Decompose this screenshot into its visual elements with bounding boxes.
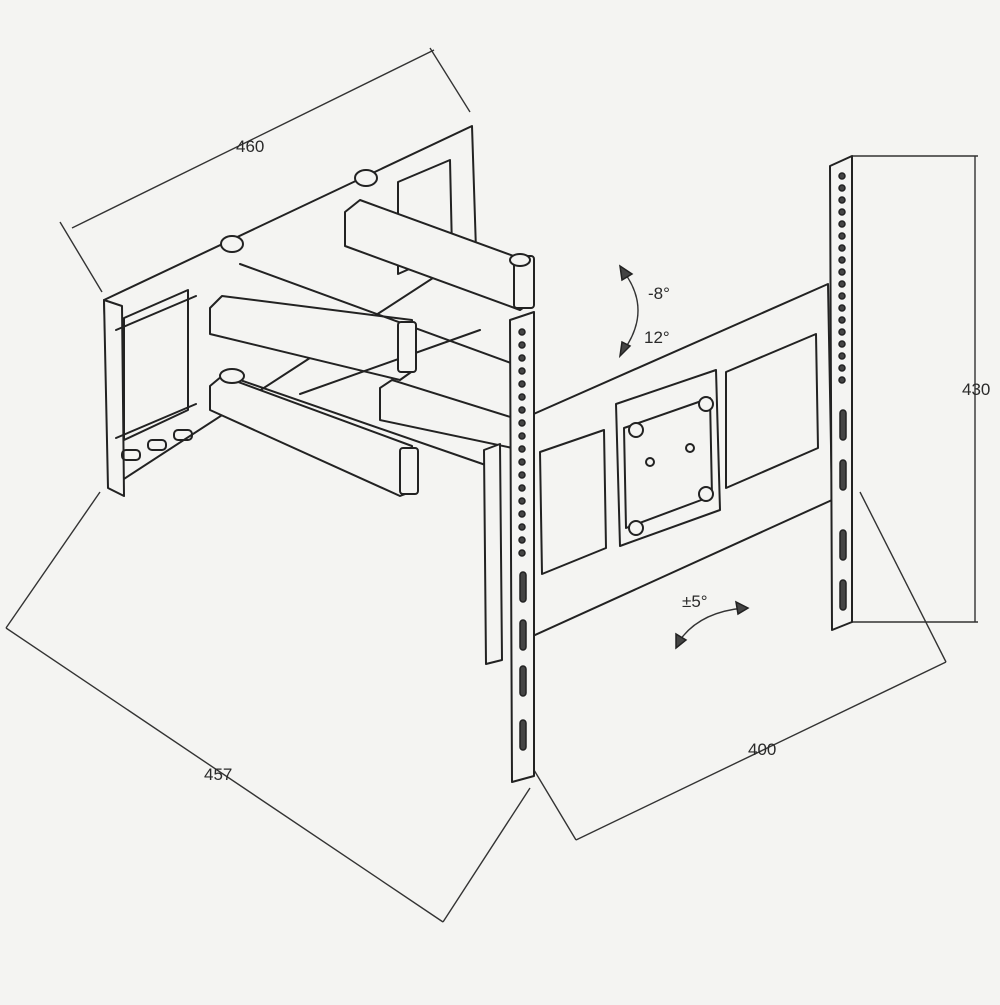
rail-hole xyxy=(518,523,526,531)
tilt-down-angle-label: 12° xyxy=(644,328,670,347)
rail-hole xyxy=(838,280,846,288)
vertical-rails xyxy=(483,155,853,783)
rail-hole xyxy=(838,256,846,264)
rail-hole xyxy=(838,172,846,180)
rail-hole xyxy=(838,220,846,228)
rail-hole xyxy=(518,354,526,362)
rail-hole xyxy=(838,244,846,252)
dimension-457-label: 457 xyxy=(204,765,233,784)
rail-hole xyxy=(518,419,526,427)
rail-hole xyxy=(518,471,526,479)
rail-hole xyxy=(518,367,526,375)
rail-hole xyxy=(838,232,846,240)
tv-bracket-plate xyxy=(519,283,833,641)
tilt-arrow xyxy=(618,264,639,359)
rail-hole xyxy=(838,268,846,276)
rail-hole xyxy=(838,376,846,384)
rail-hole xyxy=(518,497,526,505)
rail-holes-left xyxy=(518,328,526,557)
rail-hole xyxy=(518,445,526,453)
rail-hole xyxy=(518,341,526,349)
swing-arms xyxy=(209,199,535,497)
rail-hole xyxy=(518,510,526,518)
rail-hole xyxy=(518,549,526,557)
rail-hole xyxy=(518,380,526,388)
rail-hole xyxy=(518,536,526,544)
rail-hole xyxy=(838,316,846,324)
swivel-arrow xyxy=(675,600,750,650)
rail-holes-right xyxy=(838,172,846,384)
tilt-up-angle-label: -8° xyxy=(648,284,670,303)
rail-hole xyxy=(838,364,846,372)
swivel-angle-label: ±5° xyxy=(682,592,708,611)
rail-hole xyxy=(518,406,526,414)
rail-hole xyxy=(838,340,846,348)
rail-hole xyxy=(838,352,846,360)
dimension-460-label: 460 xyxy=(236,137,265,156)
rail-hole xyxy=(518,484,526,492)
rail-hole xyxy=(838,328,846,336)
rail-hole xyxy=(838,292,846,300)
dimension-430-label: 430 xyxy=(962,380,991,399)
rail-hole xyxy=(518,458,526,466)
rail-hole xyxy=(838,304,846,312)
rail-hole xyxy=(838,196,846,204)
rail-hole xyxy=(518,393,526,401)
rail-hole xyxy=(838,208,846,216)
rail-hole xyxy=(838,184,846,192)
dimension-400-label: 400 xyxy=(748,740,777,759)
dimension-lines xyxy=(5,47,978,923)
rail-hole xyxy=(518,328,526,336)
rail-hole xyxy=(518,432,526,440)
